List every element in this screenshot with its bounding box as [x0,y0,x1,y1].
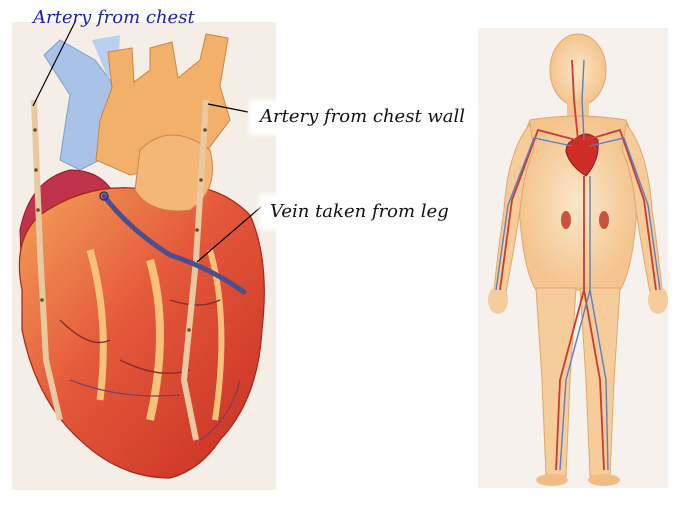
label-artery-from-chest-wall: Artery from chest wall [252,102,473,132]
label-artery-from-chest: Artery from chest [33,9,195,27]
body-illustration [478,28,668,488]
label-vein-taken-from-leg: Vein taken from leg [262,197,457,227]
